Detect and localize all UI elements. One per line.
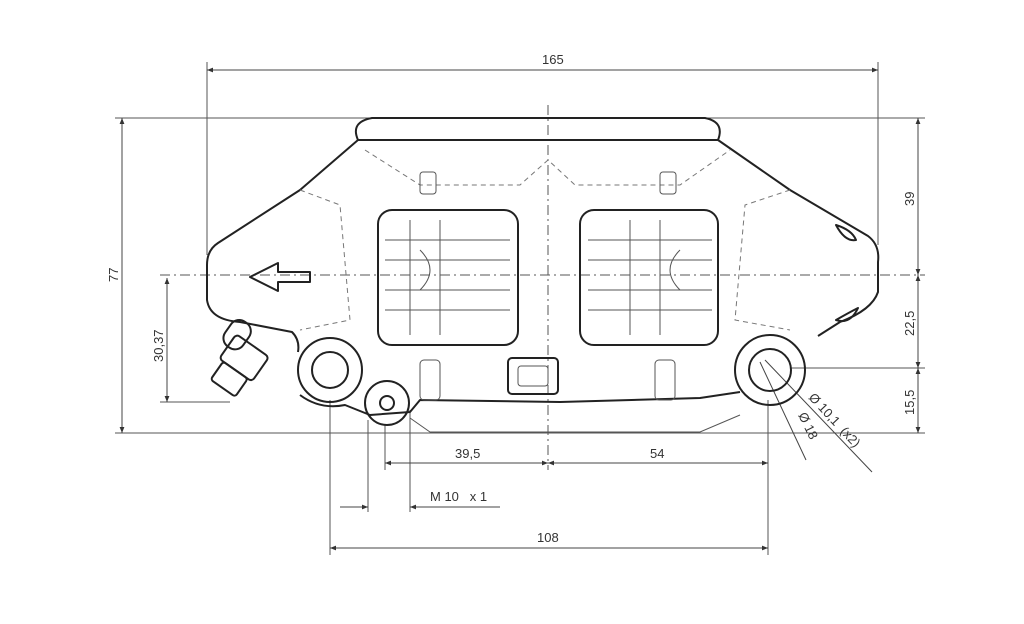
extension-lines (115, 62, 925, 555)
centre-bridge (507, 357, 559, 395)
dim-mount-spacing: 108 (537, 530, 559, 545)
dim-mount-to-bottom: 15,5 (902, 390, 917, 415)
left-pad (377, 209, 519, 346)
inlet-fitting (210, 319, 269, 397)
dimension-lines (119, 67, 921, 551)
dim-axis-to-mount: 22,5 (902, 311, 917, 336)
left-mount-boss (297, 337, 363, 403)
dim-top-to-axis: 39 (902, 192, 917, 206)
dim-overall-width: 165 (542, 52, 564, 67)
threaded-port (364, 380, 410, 426)
right-mount-boss (734, 334, 806, 406)
dim-left-offset: 39,5 (455, 446, 480, 461)
right-pad (579, 209, 719, 346)
dim-right-offset: 54 (650, 446, 664, 461)
direction-arrow-icon (249, 262, 311, 292)
dim-inlet-height: 30,37 (151, 329, 166, 362)
caliper-body (206, 117, 880, 433)
dim-overall-height: 77 (106, 268, 121, 282)
dim-thread: M 10 x 1 (430, 489, 487, 504)
